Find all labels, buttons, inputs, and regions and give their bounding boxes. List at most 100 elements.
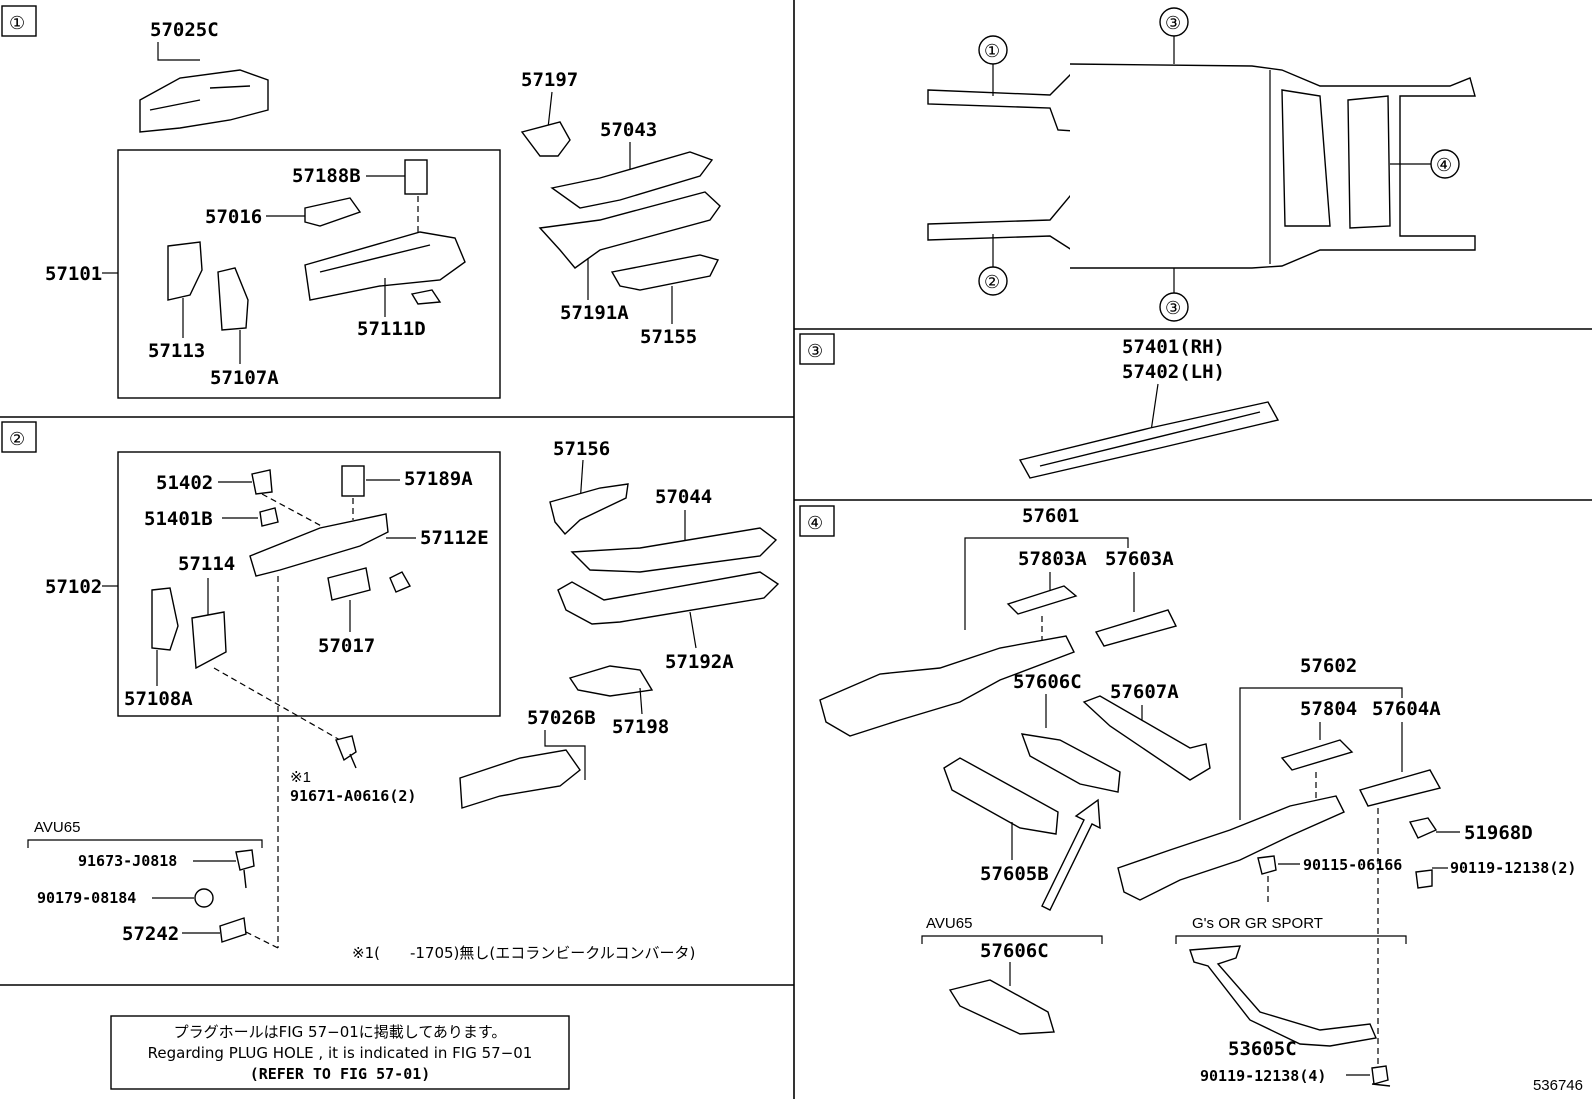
part-57112E-illustration	[249, 513, 389, 577]
part-57606C-illustration	[1020, 733, 1121, 793]
section-4-label: ④	[807, 513, 823, 534]
part-57197-illustration	[520, 121, 571, 157]
part-label-90115: 90115-06166	[1303, 856, 1402, 874]
part-label-57197: 57197	[521, 69, 578, 91]
leader-57025C	[157, 42, 200, 61]
note-1705: ※1( -1705)無し(エコランビークルコンバータ)	[352, 944, 695, 962]
avu65-right-bracket	[921, 935, 1103, 944]
section-1-box	[1, 5, 37, 37]
part-label-57605B: 57605B	[980, 863, 1049, 885]
overview-callout-1: ①	[984, 41, 1000, 62]
part-label-91671: 91671-A0616(2)	[290, 787, 416, 805]
part-label-57114: 57114	[178, 553, 235, 575]
part-label-57198: 57198	[612, 716, 669, 738]
part-90115-bolt-illustration	[1257, 855, 1277, 875]
overview-callout-4: ④	[1436, 155, 1452, 176]
part-label-57804: 57804	[1300, 698, 1357, 720]
part-label-57242: 57242	[122, 923, 179, 945]
part-57192A-illustration	[557, 571, 780, 625]
part-57603A-illustration	[1094, 609, 1178, 647]
part-57017-illustration	[327, 567, 371, 601]
part-label-57111D: 57111D	[357, 318, 426, 340]
section-2-label: ②	[9, 429, 25, 450]
part-57604A-illustration	[1358, 769, 1442, 807]
part-57044-illustration	[570, 527, 778, 573]
part-label-57603A: 57603A	[1105, 548, 1174, 570]
part-57191A-illustration	[538, 191, 721, 269]
part-label-57803A: 57803A	[1018, 548, 1087, 570]
part-label-90119a: 90119-12138(2)	[1450, 859, 1576, 877]
part-57605B-illustration	[943, 757, 1059, 835]
part-label-57402: 57402(LH)	[1122, 361, 1225, 383]
illustration-id: 536746	[1533, 1077, 1583, 1094]
leader-57602	[1239, 687, 1403, 820]
section-2-box	[1, 421, 37, 453]
part-57155-illustration	[610, 254, 720, 291]
part-label-57102: 57102	[45, 576, 102, 598]
part-90119b-bolt-illustration	[1371, 1065, 1391, 1087]
part-label-57026B: 57026B	[527, 707, 596, 729]
part-label-57108A: 57108A	[124, 688, 193, 710]
part-label-90119b: 90119-12138(4)	[1200, 1067, 1326, 1085]
part-label-57401: 57401(RH)	[1122, 336, 1225, 358]
part-label-57604A: 57604A	[1372, 698, 1441, 720]
part-label-57602: 57602	[1300, 655, 1357, 677]
part-51402-illustration	[251, 469, 273, 495]
part-label-57601: 57601	[1022, 505, 1079, 527]
part-51401B-illustration	[259, 507, 279, 527]
part-label-57043: 57043	[600, 119, 657, 141]
part-label-57607A: 57607A	[1110, 681, 1179, 703]
footer-note-refer: (REFER TO FIG 57-01)	[250, 1065, 431, 1083]
frame-overview-floor	[1069, 63, 1476, 269]
footer-note-box	[110, 1015, 570, 1090]
overview-callout-3a: ③	[1165, 13, 1181, 34]
part-91673-bolt-illustration	[235, 849, 255, 889]
frame-overview-center-panel-b	[1347, 95, 1391, 229]
part-label-57044: 57044	[655, 486, 712, 508]
part-label-53605C: 53605C	[1228, 1038, 1297, 1060]
dash-57242	[245, 931, 279, 949]
gs-gr-sport-label: G's OR GR SPORT	[1192, 915, 1323, 932]
part-label-57189A: 57189A	[404, 468, 473, 490]
leader-57198	[639, 687, 643, 715]
part-57025C-illustration	[139, 69, 269, 133]
overview-callout-3b: ③	[1165, 298, 1181, 319]
part-53605C-illustration	[1189, 945, 1377, 1047]
overview-callout-2: ②	[984, 272, 1000, 293]
part-label-57112E: 57112E	[420, 527, 489, 549]
part-57016-illustration	[304, 197, 362, 227]
part-label-57188B: 57188B	[292, 165, 361, 187]
part-57607A-illustration	[1082, 695, 1211, 781]
avu65-right-label: AVU65	[926, 915, 972, 932]
part-small-bracket-s2	[389, 571, 411, 593]
part-57189A-illustration	[341, 465, 365, 497]
frame-overview-center-panel-a	[1281, 89, 1331, 227]
part-57107A-illustration	[217, 267, 249, 331]
part-57043-illustration	[550, 151, 714, 209]
part-label-57025C: 57025C	[150, 19, 219, 41]
avu65-left-bracket	[27, 839, 263, 848]
part-57113-illustration	[167, 241, 203, 301]
mark-1: ※1	[290, 769, 311, 786]
part-90119a-bolt-illustration	[1415, 869, 1433, 889]
avu65-left-label: AVU65	[34, 819, 80, 836]
part-label-57606C: 57606C	[1013, 671, 1082, 693]
part-label-51968D: 51968D	[1464, 822, 1533, 844]
footer-note-jp: プラグホールはFIG 57−01に掲載してあります。	[174, 1023, 507, 1041]
part-57602-illustration	[1117, 795, 1345, 901]
leader-57026B	[544, 730, 586, 780]
part-57804-illustration	[1280, 739, 1354, 771]
part-label-57155: 57155	[640, 326, 697, 348]
section-1-assembly-box	[117, 149, 501, 399]
part-57606C-2-illustration	[948, 979, 1055, 1035]
part-label-57101: 57101	[45, 263, 102, 285]
leader-57197	[547, 91, 553, 129]
part-label-57017: 57017	[318, 635, 375, 657]
part-label-57016: 57016	[205, 206, 262, 228]
part-label-57606C-2: 57606C	[980, 940, 1049, 962]
section-3-box	[799, 333, 835, 365]
part-label-57107A: 57107A	[210, 367, 279, 389]
part-label-57113: 57113	[148, 340, 205, 362]
section-2-assembly-box	[117, 451, 501, 717]
